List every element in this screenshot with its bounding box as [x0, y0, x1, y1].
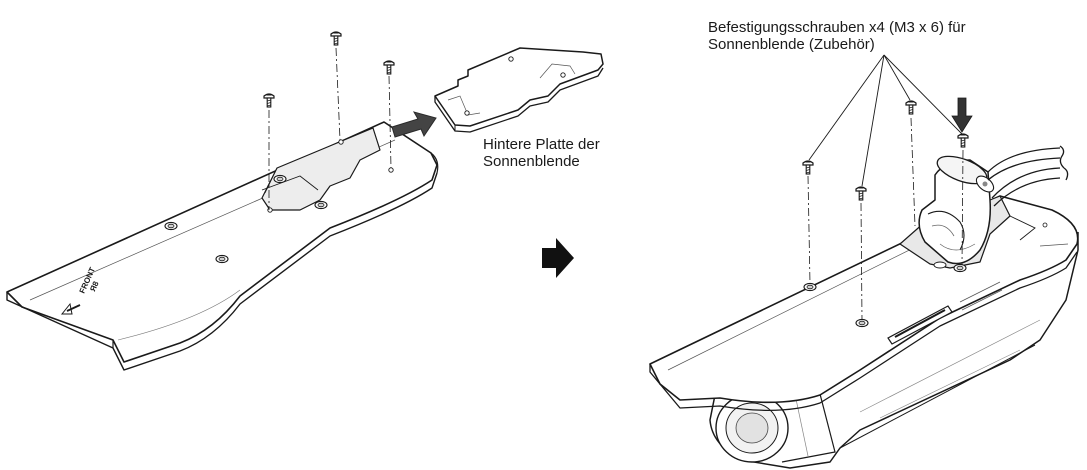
sunshade-top-panel [6, 121, 438, 363]
arrow-right-icon [542, 238, 574, 278]
cable-mount-arm [918, 155, 995, 269]
front-sub-text: Я8 [88, 280, 101, 293]
camera-lens [715, 393, 836, 463]
label-back-plate-line1: Hintere Platte der [483, 136, 600, 153]
sunshade-back-plate [434, 47, 604, 133]
screw-icon [330, 31, 342, 46]
screw-icon [855, 186, 867, 201]
arrow-icon [391, 111, 437, 138]
screw-icon [802, 160, 814, 175]
callout-leader-lines [808, 54, 963, 187]
label-screws-line2: Sonnenblende (Zubehör) [708, 36, 875, 53]
arrow-down-icon [951, 97, 973, 133]
screw-icon [263, 93, 275, 108]
right-camera-illustration [649, 54, 1079, 469]
label-back-plate-line2: Sonnenblende [483, 153, 580, 170]
label-screws: Befestigungsschrauben x4 (M3 x 6) für So… [708, 19, 966, 53]
label-back-plate: Hintere Platte der Sonnenblende [483, 136, 600, 170]
front-direction-arrow-icon [60, 302, 81, 315]
left-sunshade-illustration: FRONT Я8 [6, 31, 604, 371]
screw-icon [383, 60, 395, 75]
label-screws-line1: Befestigungsschrauben x4 (M3 x 6) für [708, 19, 966, 36]
sunshade-front-lip [6, 172, 438, 371]
screw-icon [957, 133, 969, 148]
cables [987, 145, 1069, 207]
screw-icon [905, 100, 917, 115]
